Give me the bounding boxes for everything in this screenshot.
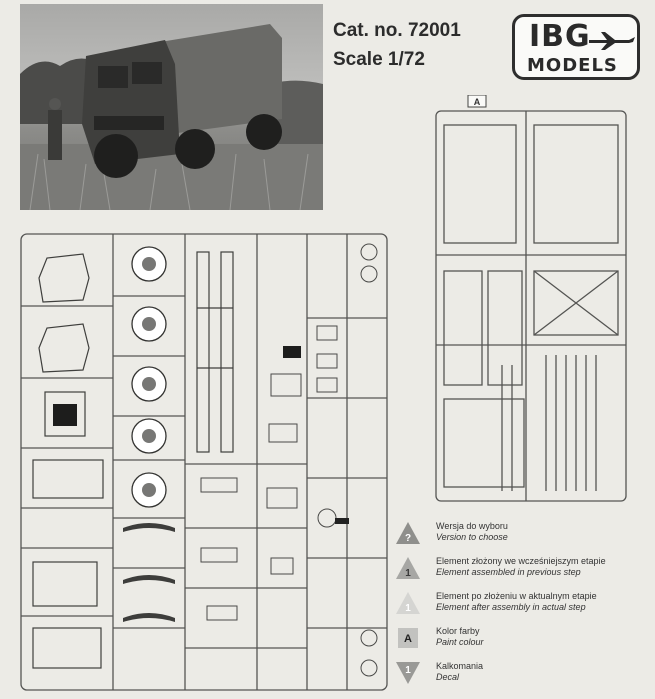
- catalog-number: Cat. no. 72001: [333, 20, 461, 41]
- scale-label: Scale 1/72: [333, 49, 425, 70]
- svg-text:1: 1: [405, 665, 411, 676]
- ibg-models-logo: IBG MODELS: [512, 14, 640, 80]
- legend-text-en: Element assembled in previous step: [436, 567, 581, 577]
- logo-brand: IBG: [529, 19, 591, 54]
- sprue-frame-main: [17, 228, 393, 694]
- svg-text:?: ?: [405, 533, 411, 544]
- triangle-down-icon: 1: [396, 662, 420, 684]
- legend-item-paint-colour: A Kolor farby Paint colour: [394, 625, 644, 660]
- legend-text-pl: Wersja do wyboru: [436, 521, 508, 531]
- legend-item-decal: 1 Kalkomania Decal: [394, 660, 644, 695]
- airplane-icon: [589, 32, 635, 50]
- box-art-photo: [20, 4, 323, 210]
- legend-text-en: Decal: [436, 672, 460, 682]
- triangle-icon: 1: [396, 557, 420, 579]
- legend-text-pl: Kolor farby: [436, 626, 480, 636]
- legend-item-actual-step: 1 Element po złożeniu w aktualnym etapie…: [394, 590, 644, 625]
- legend-text-pl: Element po złożeniu w aktualnym etapie: [436, 591, 597, 601]
- legend-text-pl: Kalkomania: [436, 661, 484, 671]
- logo-subtitle: MODELS: [527, 55, 618, 76]
- svg-text:1: 1: [405, 568, 411, 579]
- svg-text:A: A: [404, 633, 412, 645]
- paint-square-icon: A: [398, 628, 418, 648]
- legend-item-version: ? Wersja do wyboru Version to choose: [394, 520, 644, 555]
- triangle-icon: 1: [396, 592, 420, 614]
- symbol-legend: ? Wersja do wyboru Version to choose 1 E…: [394, 520, 644, 695]
- legend-item-previous-step: 1 Element złożony we wcześniejszym etapi…: [394, 555, 644, 590]
- svg-text:1: 1: [405, 603, 411, 614]
- triangle-icon: ?: [396, 522, 420, 544]
- legend-text-en: Element after assembly in actual step: [436, 602, 586, 612]
- legend-text-pl: Element złożony we wcześniejszym etapie: [436, 556, 606, 566]
- sprue-frame-a: A: [432, 94, 632, 505]
- sprue-tag-label: A: [474, 97, 481, 107]
- legend-text-en: Version to choose: [436, 532, 508, 542]
- legend-text-en: Paint colour: [436, 637, 484, 647]
